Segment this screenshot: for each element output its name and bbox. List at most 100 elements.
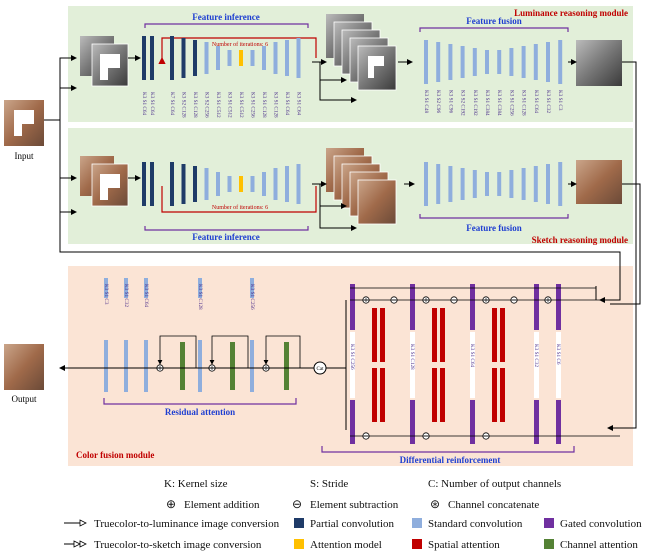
conv-label: K3 S1 C512 [238, 92, 244, 118]
concat-circle-icon: ⊛ [429, 497, 441, 511]
partial-conv-block [142, 36, 146, 80]
spatial-attention-block [380, 308, 385, 362]
differential-reinforcement-title: Differential reinforcement [400, 455, 501, 465]
feature-fusion-bracket-bottom [419, 214, 569, 219]
spatial-attention-block [432, 308, 437, 362]
inference-conv-block [216, 46, 220, 70]
conv-label: K3 S1 C512 [227, 92, 233, 118]
conv-label: K3 S1 C128 [521, 90, 527, 116]
legend-gated: Gated convolution [544, 518, 642, 530]
conv-label: K3 S1 C32 [533, 344, 539, 367]
fusion-conv-block [436, 42, 441, 82]
fusion-conv-block [497, 50, 502, 74]
feature-inference-bracket-bottom [144, 226, 309, 231]
color-conv-block [198, 340, 202, 392]
inference-conv-block [239, 176, 243, 192]
legend-stride: S: Stride [310, 478, 349, 490]
concatenate-node: Cat [313, 361, 327, 375]
fusion-conv-block [521, 46, 526, 78]
gated-conv-block [556, 400, 561, 444]
fusion-conv-block [533, 44, 538, 80]
minus-circle-icon: ⊖ [291, 497, 303, 511]
gated-conv-block [556, 284, 561, 330]
fusion-conv-block [497, 172, 502, 196]
fusion-conv-block [509, 48, 514, 76]
fusion-conv-block [533, 166, 538, 202]
gated-conv-gap [350, 332, 355, 398]
iteration-loop-bottom [161, 186, 317, 213]
spatial-attention-block [432, 368, 437, 422]
conv-label: K3 S1 C6 [555, 344, 561, 365]
legend-channel: Channel attention [544, 539, 638, 551]
legend-concat: ⊛Channel concatenate [429, 497, 540, 511]
gated-conv-block [350, 284, 355, 330]
gated-conv-block [470, 400, 475, 444]
spatial-attention-block [500, 308, 505, 362]
channel-attention-block [230, 342, 235, 390]
feature-fusion-title-top: Feature fusion [466, 16, 522, 26]
inference-conv-block [285, 40, 289, 76]
conv-label: K3 S1 C384 [496, 90, 502, 116]
color-conv-block [250, 278, 254, 298]
conv-label: K3 S1 C48 [423, 90, 429, 113]
spatial-attention-block [500, 368, 505, 422]
conv-label: K3 S1 C64 [296, 92, 302, 115]
legend-add: ⊕Element addition [165, 497, 260, 511]
inference-conv-block [227, 50, 232, 66]
inference-conv-block [193, 40, 197, 76]
color-conv-block [124, 340, 128, 392]
fusion-conv-block [424, 40, 428, 84]
iterations-label-bottom: Number of iterations: 6 [212, 204, 268, 211]
inference-conv-block [262, 46, 266, 70]
color-conv-block [124, 278, 128, 298]
legend-channels: C: Number of output channels [428, 478, 562, 490]
partial-conv-block [150, 162, 154, 206]
color-conv-block [144, 340, 148, 392]
spatial-attention-block [440, 308, 445, 362]
inference-conv-block [273, 42, 278, 74]
fusion-conv-block [509, 170, 514, 198]
gated-conv-block [350, 400, 355, 444]
conv-label: K3 S1 C128 [261, 92, 267, 118]
inference-conv-block [296, 164, 301, 204]
legend-standard: Standard convolution [412, 518, 522, 530]
inference-conv-block [181, 38, 186, 78]
spatial-attention-block [492, 308, 497, 362]
fusion-conv-block [521, 168, 526, 200]
conv-label: K3 S1 C256 [250, 92, 256, 118]
conv-label: K3 S2 C256 [204, 92, 210, 118]
gated-conv-block [534, 284, 539, 330]
differential-reinforcement-bracket [321, 446, 575, 453]
spatial-attention-block [380, 368, 385, 422]
conv-label: K3 S1 C64 [533, 90, 539, 113]
conv-label: K3 S2 C128 [181, 92, 187, 118]
single-arrow-icon [64, 518, 88, 528]
conv-label: K3 S1 C32 [123, 284, 129, 307]
conv-label: K7 S1 C64 [169, 92, 175, 115]
legend-sketch-conv: Truecolor-to-sketch image conversion [64, 539, 261, 551]
conv-label: K3 S1 C64 [149, 92, 155, 115]
conv-label: K3 S1 C64 [141, 92, 147, 115]
fusion-conv-block [436, 164, 441, 204]
conv-label: K3 S1 C32 [545, 90, 551, 113]
legend-partial: Partial convolution [294, 518, 394, 530]
color-conv-block [198, 278, 202, 298]
feature-fusion-bracket-top [419, 27, 569, 32]
sketch-output-image [576, 160, 622, 204]
gated-conv-gap [470, 332, 475, 398]
inference-conv-block [204, 42, 209, 74]
conv-label: K3 S2 C192 [460, 90, 466, 116]
gated-conv-block [534, 400, 539, 444]
inference-conv-block [170, 162, 174, 206]
inference-conv-block [239, 50, 243, 66]
iterations-label-top: Number of iterations: 6 [212, 41, 268, 48]
conv-label: K3 S1 C256 [508, 90, 514, 116]
inference-conv-block [170, 36, 174, 80]
feature-inference-bracket-top [144, 23, 309, 28]
plus-circle-icon: ⊕ [165, 497, 177, 511]
fusion-conv-block [460, 46, 465, 78]
conv-label: K3 S1 C128 [192, 92, 198, 118]
inference-conv-block [250, 50, 255, 66]
conv-label: K3 S1 C64 [284, 92, 290, 115]
